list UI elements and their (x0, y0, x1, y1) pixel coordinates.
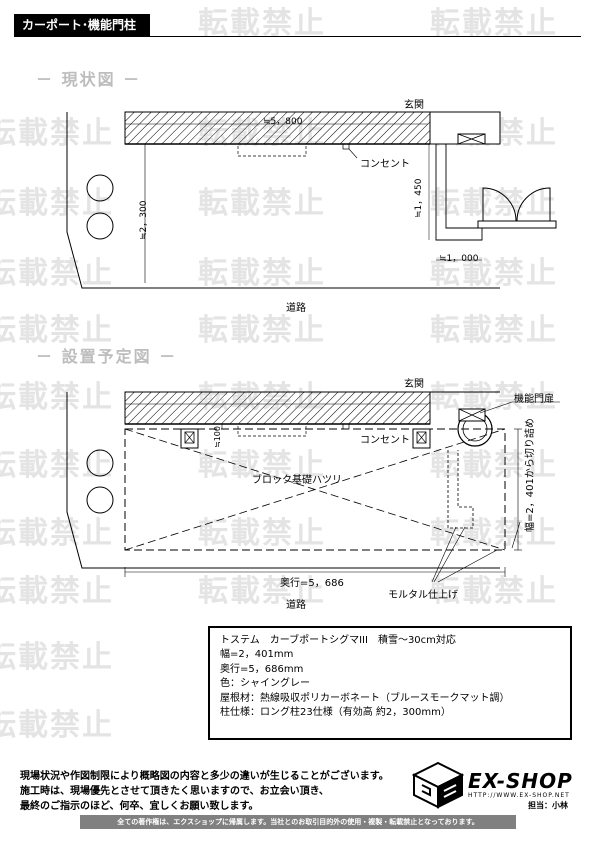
block-foundation-label: ブロック基礎ハツリ (252, 475, 342, 486)
height-dimension: ≒1，450 (414, 178, 424, 218)
page-title: カーポート･機能門柱 (14, 14, 150, 36)
depth-dimension: 奥行=5，686 (280, 578, 344, 589)
spec-pillar: 柱仕様：ロング柱23仕様（有効高 約2，300mm） (220, 707, 451, 719)
watermark: 転載禁止 (430, 574, 558, 609)
watermark: 転載禁止 (0, 116, 114, 151)
current-section-title: － 現状図 － (36, 70, 142, 89)
spec-depth: 奥行=5，686mm (220, 663, 304, 675)
note-line: 施工時は、現場優先とさせて頂きたく思いますので、お立会い頂き、 (20, 786, 329, 797)
watermark: 転載禁止 (430, 516, 558, 551)
outlet-label: コンセント (360, 159, 410, 170)
watermark: 転載禁止 (430, 256, 558, 291)
watermark: 転載禁止 (198, 516, 326, 551)
watermark: 転載禁止 (430, 6, 558, 41)
plan-drawing (66, 391, 560, 583)
watermark: 転載禁止 (198, 448, 326, 483)
outlet-label: コンセント (360, 435, 410, 446)
header-divider (14, 36, 581, 37)
watermark: 転載禁止 (198, 313, 326, 348)
entrance-label: 玄関 (404, 379, 424, 390)
note-line: 現場状況や作図制限により概略図の内容と多少の違いが生じることがございます。 (20, 771, 389, 782)
width-dimension: ≒5，800 (263, 117, 303, 127)
plan-section-title: － 設置予定図 － (36, 347, 178, 366)
watermark: 転載禁止 (198, 6, 326, 41)
watermark: 転載禁止 (198, 256, 326, 291)
note-line: 最終のご指示のほど、何卒、宜しくお願い致します。 (20, 801, 259, 812)
watermark: 転載禁止 (0, 640, 114, 675)
watermark: 転載禁止 (0, 313, 114, 348)
watermark: 転載禁止 (430, 380, 558, 415)
watermark: 転載禁止 (0, 574, 114, 609)
watermark: 転載禁止 (430, 448, 558, 483)
staff-label: 担当：小林 (528, 801, 568, 810)
copyright-footer: 全ての著作権は、エクスショップに帰属します。当社とのお取引目的外の使用・複製・転… (80, 815, 516, 829)
brand-name: EX-SHOP (468, 769, 573, 793)
spec-width: 幅=2，401mm (220, 649, 294, 661)
road-label: 道路 (286, 303, 306, 314)
current-drawing (66, 111, 557, 289)
mortar-label: モルタル仕上げ (388, 590, 458, 601)
watermark: 転載禁止 (0, 516, 114, 551)
offset-dimension: ≒100 (213, 426, 222, 448)
spec-roof: 屋根材：熱線吸収ポリカーボネート（ブルースモークマット調） (220, 692, 510, 704)
brand-url: HTTP://WWW.EX-SHOP.NET (468, 792, 570, 799)
width-note: 幅=2，401から切り詰め (525, 418, 536, 532)
spec-product: トステム カーブポートシグマIII 積雪～30cm対応 (220, 635, 456, 646)
watermark: 転載禁止 (430, 313, 558, 348)
entrance-label: 玄関 (404, 100, 424, 111)
watermark: 転載禁止 (0, 708, 114, 743)
gate-width-dimension: ≒1，000 (439, 254, 479, 264)
watermark: 転載禁止 (0, 256, 114, 291)
gate-label: 機能門扉 (514, 394, 554, 405)
spec-box: トステム カーブポートシグマIII 積雪～30cm対応 幅=2，401mm 奥行… (208, 626, 572, 740)
watermark: 転載禁止 (198, 574, 326, 609)
watermark: 転載禁止 (198, 186, 326, 221)
ex-shop-logo-icon (412, 761, 464, 809)
watermark: 転載禁止 (0, 380, 114, 415)
disclaimer-note: 現場状況や作図制限により概略図の内容と多少の違いが生じることがございます。 施工… (20, 769, 389, 814)
spec-color: 色：シャイングレー (220, 678, 310, 690)
watermark: 転載禁止 (0, 448, 114, 483)
depth-dimension: ≒2，300 (139, 200, 149, 240)
road-label: 道路 (286, 600, 306, 611)
